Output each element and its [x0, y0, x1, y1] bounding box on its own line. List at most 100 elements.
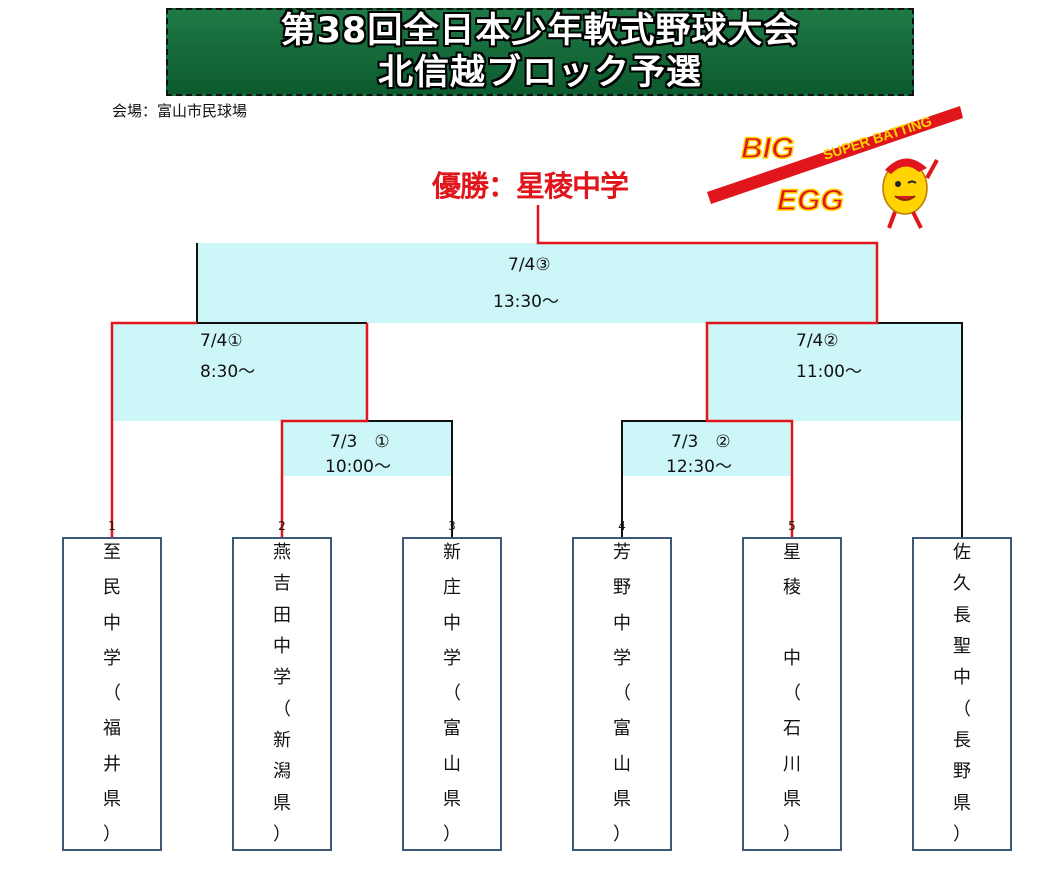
team-name-char: 星 — [783, 542, 801, 563]
r1m1-date: 7/3 ① — [330, 432, 390, 452]
team-name-char: ） — [613, 824, 631, 845]
team-name-char: 川 — [783, 753, 801, 775]
team-name-3: 新庄中学 （ 富山県 ） — [404, 543, 500, 845]
team-name-char: （ — [273, 698, 291, 720]
team-name-char: 富 — [443, 718, 461, 740]
team-name-char: 野 — [953, 761, 971, 783]
team-name-char: 至 — [103, 542, 121, 563]
final-date: 7/4③ — [508, 255, 551, 275]
team-name-1: 至民中学 （ 福井県 ） — [64, 543, 160, 845]
title-banner: 第38回全日本少年軟式野球大会 北信越ブロック予選 — [166, 8, 914, 96]
sf1-time: 8:30～ — [200, 362, 256, 382]
team-name-char: 中 — [613, 612, 631, 634]
team6-line — [877, 322, 963, 537]
team-name-char: ） — [103, 824, 121, 845]
team-name-char: （ — [953, 698, 971, 720]
team-name-char: 佐 — [953, 542, 971, 563]
r1m1-time: 10:00～ — [325, 457, 391, 477]
team1-win-line — [110, 321, 197, 537]
team-name-char: ） — [783, 824, 801, 845]
round1-match-1-area — [282, 421, 452, 476]
team2-win-line — [280, 323, 369, 537]
venue-label: 会場：富山市民球場 — [112, 102, 248, 120]
team-name-char: 山 — [443, 753, 461, 775]
team-name-char: 福 — [103, 718, 121, 740]
sf1-date: 7/4① — [200, 331, 243, 351]
team-name-char: 石 — [783, 718, 801, 740]
team-name-char: ） — [953, 823, 971, 845]
egg-mascot-icon — [882, 158, 939, 229]
title-line-1: 第38回全日本少年軟式野球大会 — [280, 11, 800, 51]
team-name-char: 新 — [443, 542, 461, 563]
r1m2-time: 12:30～ — [666, 457, 732, 477]
team-name-char: 庄 — [443, 577, 461, 599]
seed-2: 2 — [278, 519, 286, 533]
team-name-char: 久 — [953, 573, 971, 595]
team-name-char: 民 — [103, 577, 121, 599]
sf2-date: 7/4② — [796, 331, 839, 351]
team-name-char: 燕 — [273, 542, 291, 563]
seed-1: 1 — [108, 519, 116, 533]
logo-egg: EGG — [777, 184, 844, 217]
semifinal-2-area — [707, 323, 962, 421]
team-name-char: 中 — [443, 612, 461, 634]
team-name-char: 県 — [103, 788, 121, 810]
team-name-char: 芳 — [613, 542, 631, 563]
team-name-5: 星稜 中（石川県） — [744, 543, 840, 845]
team-box-6: 佐久長聖中（長野県） — [912, 537, 1012, 851]
team-name-char: 聖 — [953, 635, 971, 657]
logo-stripe — [707, 106, 963, 204]
team-box-2: 燕吉田中学（新潟県） — [232, 537, 332, 851]
final-time: 13:30～ — [493, 292, 559, 312]
team-name-char: 中 — [273, 635, 291, 657]
team-name-char: 新 — [273, 729, 291, 751]
team-name-char: ） — [273, 823, 291, 845]
final-match-area — [197, 243, 877, 323]
team-name-char: （ — [103, 683, 121, 704]
team-name-char: 野 — [613, 577, 631, 599]
team-name-2: 燕吉田中学（新潟県） — [234, 543, 330, 845]
team-name-char: 県 — [783, 788, 801, 810]
sf2-time: 11:00～ — [796, 362, 862, 382]
team-box-4: 芳野中学（富山県） — [572, 537, 672, 851]
team-name-char: 中 — [103, 612, 121, 634]
team-name-char: 富 — [613, 718, 631, 740]
team-box-1: 至民中学 （ 福井県 ） — [62, 537, 162, 851]
team-name-char: 田 — [273, 604, 291, 626]
seed-5: 5 — [788, 519, 796, 533]
team-name-char: 山 — [613, 753, 631, 775]
team5-win-line — [536, 205, 879, 537]
team-name-char: 県 — [273, 792, 291, 814]
team-name-char: 中 — [953, 667, 971, 689]
team-name-char: 長 — [953, 729, 971, 751]
team-name-char: 学 — [443, 647, 461, 669]
team-name-char: 稜 — [783, 577, 801, 599]
team-box-3: 新庄中学 （ 富山県 ） — [402, 537, 502, 851]
team-name-char: 井 — [103, 753, 121, 775]
team-name-4: 芳野中学（富山県） — [574, 543, 670, 845]
team-box-5: 星稜 中（石川県） — [742, 537, 842, 851]
logo-big: BIG — [741, 132, 794, 165]
champion-label: 優勝：星稜中学 — [431, 169, 629, 203]
team-name-char: （ — [783, 683, 801, 704]
team-name-char: 長 — [953, 604, 971, 626]
round1-match-2-area — [622, 421, 792, 476]
seed-3: 3 — [448, 519, 456, 533]
team-name-6: 佐久長聖中（長野県） — [914, 543, 1010, 845]
title-line-2: 北信越ブロック予選 — [377, 53, 702, 93]
team-name-char: 県 — [953, 792, 971, 814]
r1m2-date: 7/3 ② — [671, 432, 731, 452]
team-name-char — [789, 614, 795, 634]
team-name-char: 学 — [613, 647, 631, 669]
team-name-char: 学 — [273, 667, 291, 689]
team-name-char: （ — [443, 683, 461, 704]
semifinal-1-area — [112, 323, 367, 421]
team-name-char: ） — [443, 824, 461, 845]
team-name-char: 潟 — [273, 761, 291, 783]
team4-line — [621, 420, 707, 537]
team-name-char: 学 — [103, 647, 121, 669]
big-egg-logo: SUPER BATTING BIG EGG — [707, 106, 963, 229]
team-name-char: 県 — [443, 788, 461, 810]
team-name-char: 県 — [613, 788, 631, 810]
